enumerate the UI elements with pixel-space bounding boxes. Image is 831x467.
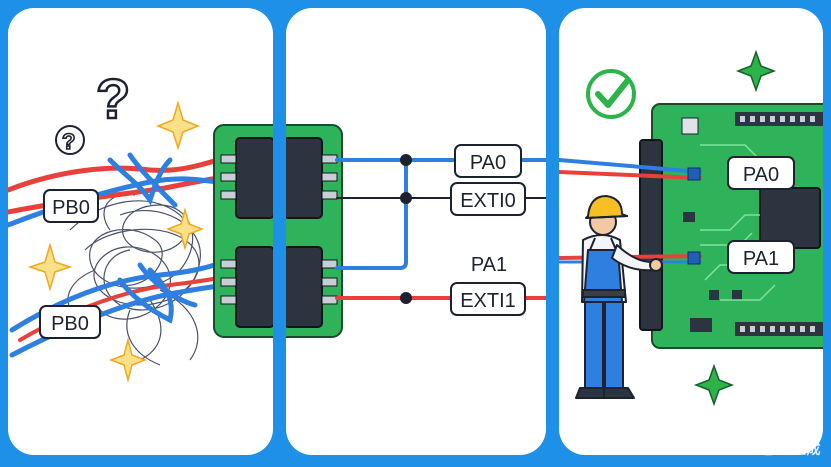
star-icon [735,49,777,93]
checkmark-icon [586,69,636,119]
svg-text:PA0: PA0 [743,164,779,186]
spark-icon [27,242,73,292]
svg-text:PA1: PA1 [743,248,779,270]
svg-text:PB0: PB0 [51,313,89,335]
right-panel-content: PA0 PA1 [559,49,823,407]
spark-icon [108,337,148,383]
svg-text:PA1: PA1 [471,254,507,276]
svg-text:EXTI1: EXTI1 [460,290,516,312]
label-exti1: EXTI1 [450,282,526,316]
svg-text:PB0: PB0 [52,197,90,219]
label-exti0: EXTI0 [450,182,526,216]
dev-board [639,103,823,349]
star-icon [693,363,735,407]
spark-icon [155,100,201,151]
svg-text:EXTI0: EXTI0 [460,190,516,212]
technician-figure [575,195,663,399]
question-mark-icon: ? [95,66,132,132]
label-pa0-right: PA0 [727,156,795,190]
spark-icon [165,207,205,251]
svg-text:PA0: PA0 [470,152,506,174]
watermark-text: 豆包AI生成 [745,442,821,458]
question-mark-icon: ? [55,125,85,155]
left-panel-content: ? ? PB0 [8,66,221,383]
label-pb0-bottom: PB0 [39,305,101,339]
middle-panel-content: PA0 EXTI0 PA1 EXTI1 [335,144,546,316]
label-pa1-right: PA1 [727,240,795,274]
label-pb0-top: PB0 [43,189,99,223]
label-pa1-middle: PA1 [471,254,507,276]
svg-text:?: ? [96,67,130,130]
label-pa0-middle: PA0 [454,144,522,178]
svg-text:?: ? [62,129,75,154]
panel-gap [273,8,286,455]
